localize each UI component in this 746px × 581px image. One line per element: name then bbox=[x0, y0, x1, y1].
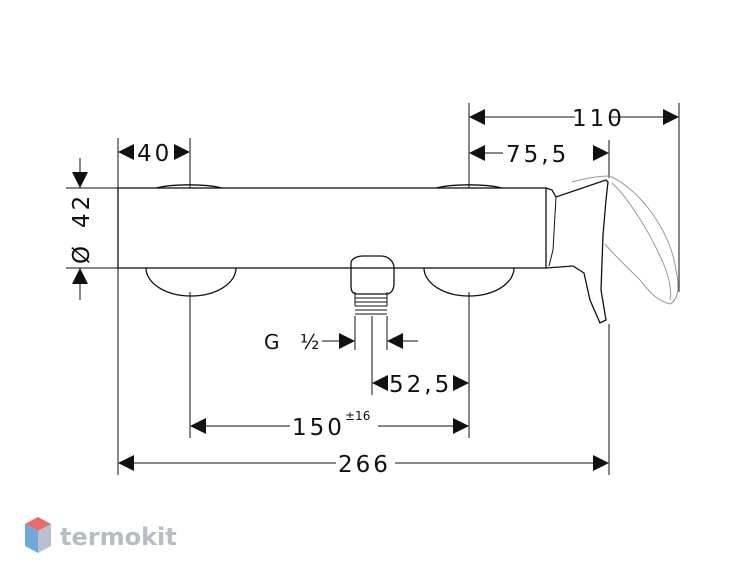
termokit-brand-text: termokit bbox=[60, 523, 177, 551]
dimension-110: 110 bbox=[469, 106, 679, 132]
dim-110-text: 110 bbox=[572, 106, 625, 132]
dim-40-text: 40 bbox=[137, 141, 172, 167]
handle bbox=[545, 179, 609, 324]
dim-75-5-text: 75,5 bbox=[506, 142, 569, 168]
handle-groove bbox=[548, 196, 557, 267]
dim-266-text: 266 bbox=[338, 452, 391, 478]
mixer-body bbox=[117, 175, 679, 324]
handle-swing-outline bbox=[571, 175, 679, 305]
dimension-75-5: 75,5 bbox=[469, 142, 609, 168]
left-wall-disc-top bbox=[155, 184, 223, 189]
thread-label: G bbox=[264, 330, 280, 354]
extension-lines bbox=[66, 103, 680, 475]
handle-swing-inner bbox=[611, 182, 672, 301]
thread-size: ½ bbox=[300, 330, 319, 354]
dim-52-5-text: 52,5 bbox=[389, 372, 452, 398]
left-wall-disc-bottom bbox=[145, 267, 237, 297]
right-wall-disc-bottom bbox=[423, 267, 515, 297]
dim-150-tolerance: ±16 bbox=[345, 409, 370, 423]
dim-150-text: 150 bbox=[292, 415, 345, 441]
dimension-thread: G ½ bbox=[264, 330, 418, 354]
dimension-40: 40 bbox=[118, 141, 190, 167]
dimension-52-5: 52,5 bbox=[372, 372, 469, 398]
diameter-symbol: Ø bbox=[69, 243, 95, 264]
dim-42-text: 42 bbox=[69, 193, 95, 228]
mixer-cylinder bbox=[117, 187, 547, 269]
termokit-watermark: termokit bbox=[25, 517, 177, 553]
outlet-connector bbox=[350, 255, 395, 295]
dimension-diameter-42: 42 Ø bbox=[69, 158, 95, 300]
dimension-150: 150 ±16 bbox=[190, 409, 469, 441]
dimension-266: 266 bbox=[118, 452, 609, 478]
termokit-logo-icon bbox=[25, 517, 51, 553]
right-wall-disc-top bbox=[435, 184, 503, 189]
